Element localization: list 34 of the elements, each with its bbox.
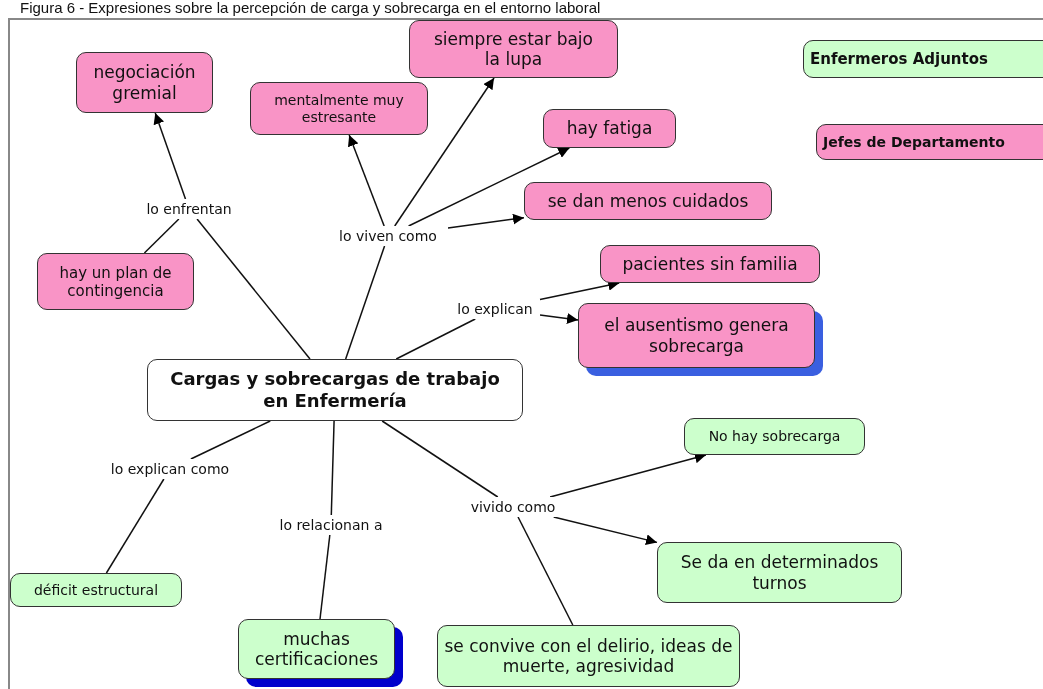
- concept-box: déficit estructural: [10, 573, 182, 607]
- arrow: [552, 516, 658, 546]
- connector-line: [143, 218, 180, 254]
- arrow: [393, 77, 495, 227]
- concept-box: mentalmente muy estresante: [250, 82, 428, 135]
- concept-box: pacientes sin familia: [600, 245, 820, 283]
- concept-box: muchas certificaciones: [238, 619, 395, 679]
- concept-box: Cargas y sobrecargas de trabajo en Enfermería: [147, 359, 523, 421]
- concept-box: el ausentismo genera sobrecarga: [578, 303, 815, 368]
- connector-line: [105, 478, 165, 574]
- arrow: [153, 112, 187, 200]
- connector-line: [190, 420, 271, 460]
- concept-box: hay un plan de contingencia: [37, 253, 194, 310]
- concept-box: No hay sobrecarga: [684, 418, 865, 455]
- legend-box: Jefes de Departamento: [816, 124, 1043, 160]
- arrow: [348, 134, 385, 227]
- arrow: [539, 313, 579, 324]
- legend-box: Enfermeros Adjuntos: [803, 40, 1043, 78]
- arrow: [407, 147, 571, 227]
- concept-box: siempre estar bajo la lupa: [409, 20, 618, 78]
- connector-line: [330, 420, 335, 516]
- figure-title: Figura 6 - Expresiones sobre la percepción de carga y sobrecarga en el entorno laboral: [20, 0, 601, 16]
- concept-box: negociación gremial: [76, 52, 213, 113]
- connector-line: [395, 318, 476, 360]
- concept-box: se dan menos cuidados: [524, 182, 772, 220]
- connector-line: [381, 420, 499, 498]
- connector-line: [196, 218, 311, 360]
- connector-line: [344, 245, 386, 360]
- connector-line: [319, 534, 331, 620]
- connector-line: [517, 516, 574, 626]
- concept-box: hay fatiga: [543, 109, 676, 148]
- concept-box: Se da en determinados turnos: [657, 542, 902, 603]
- arrow: [447, 213, 525, 229]
- concept-box: se convive con el delirio, ideas de muerte, agresividad: [437, 625, 740, 687]
